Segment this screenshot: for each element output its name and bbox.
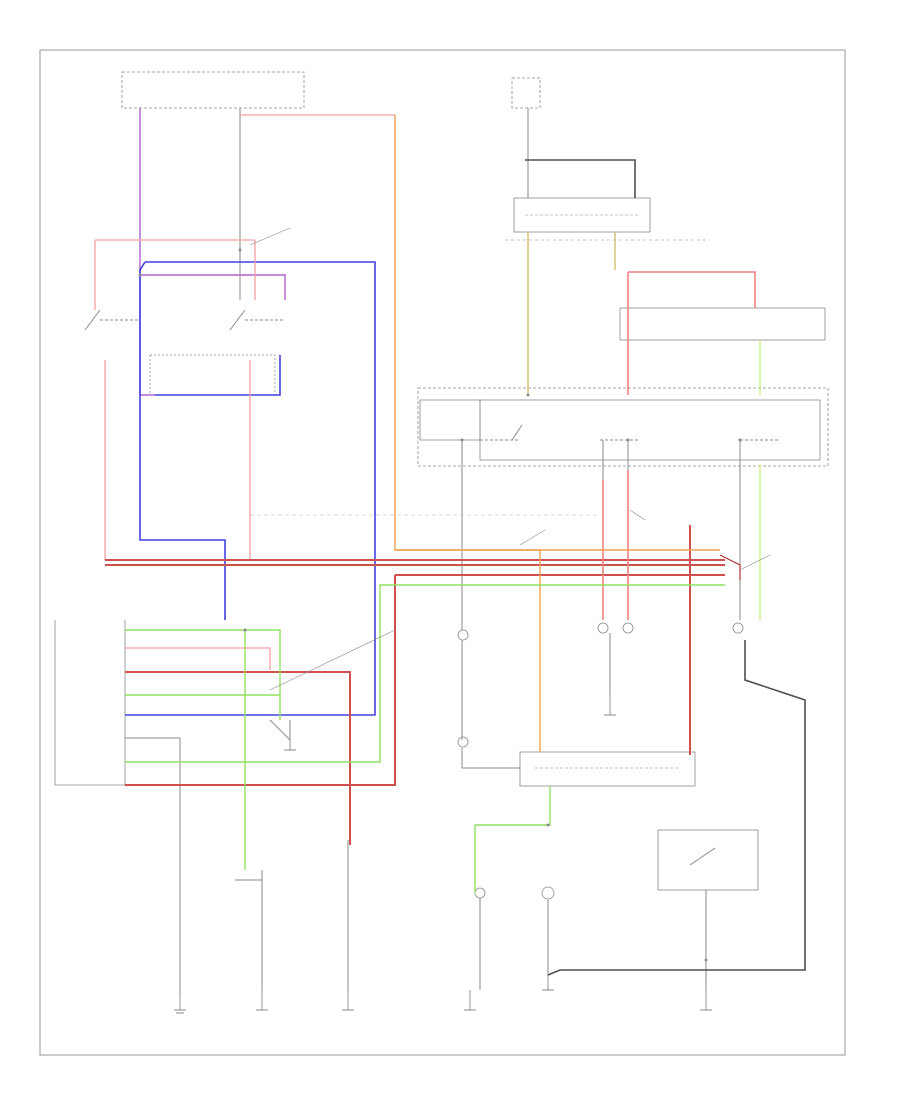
- leader-lines: [249, 227, 771, 691]
- right-switch-block: [657, 829, 759, 891]
- left-switch-contacts: [84, 309, 780, 881]
- red-harness: [105, 525, 725, 845]
- diagram-border: [39, 49, 846, 1056]
- fuse-block-top: [121, 71, 305, 109]
- headlamp-junction-block: [619, 307, 826, 341]
- green-wires: [125, 584, 725, 893]
- gray-wires: [125, 108, 741, 995]
- orange-wire: [394, 115, 720, 752]
- violet-wire: [139, 108, 286, 396]
- connector-dots: [138, 248, 742, 962]
- left-dimmer-switch: [149, 354, 276, 396]
- red-upper-wire: [602, 271, 756, 620]
- harness-junction: [719, 554, 741, 580]
- instrument-cluster-connector: [54, 620, 126, 786]
- blue-wire: [125, 261, 376, 716]
- headlamp-relay-block: [505, 197, 710, 241]
- dark-ground-bus: [525, 159, 806, 976]
- ground-symbols: [174, 695, 712, 1014]
- pink-wires: [94, 114, 395, 670]
- headlight-switch-block: [417, 387, 829, 467]
- tan-wire: [527, 232, 616, 395]
- fuse-block-right: [511, 77, 541, 109]
- dimmer-module: [519, 751, 696, 787]
